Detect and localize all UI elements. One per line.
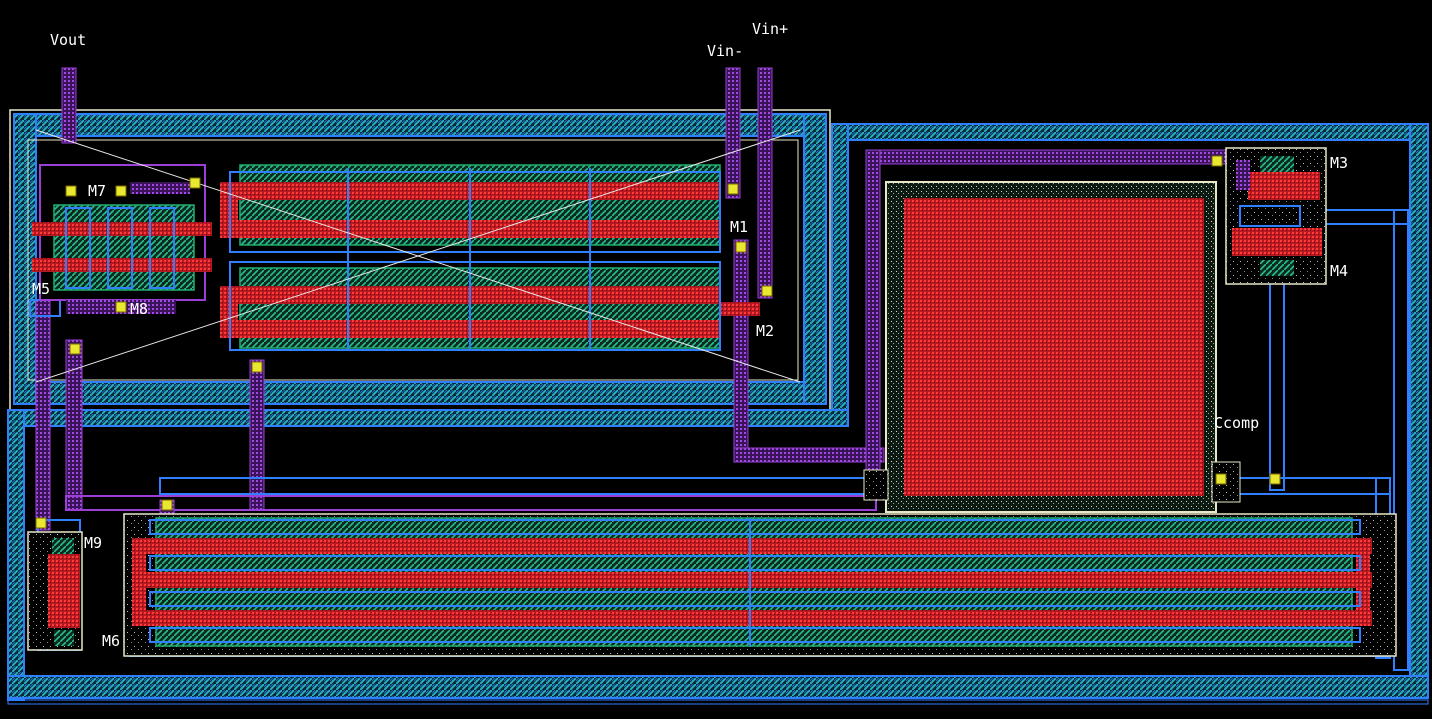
- label-m7: M7: [88, 182, 107, 200]
- vias: [35, 155, 1281, 529]
- label-m9: M9: [84, 534, 103, 552]
- label-m2: M2: [756, 322, 775, 340]
- label-m1: M1: [730, 218, 749, 236]
- label-m8: M8: [130, 300, 149, 318]
- label-m6: M6: [102, 632, 121, 650]
- capacitor-ccomp: [863, 181, 1241, 513]
- label-vin-minus: Vin-: [707, 42, 744, 60]
- transistor-m6: [123, 513, 1397, 657]
- transistor-m1-m2: [35, 129, 801, 383]
- label-m4: M4: [1330, 262, 1349, 280]
- label-vout: Vout: [50, 31, 87, 49]
- transistor-m9: [27, 531, 83, 651]
- guard-rings: [7, 109, 1429, 705]
- transistor-m5-m7-m8: [32, 164, 212, 314]
- transistor-m3-m4: [1225, 147, 1327, 285]
- label-vin-plus: Vin+: [752, 20, 789, 38]
- label-m3: M3: [1330, 154, 1349, 172]
- label-m5: M5: [32, 280, 51, 298]
- label-ccomp: Ccomp: [1214, 414, 1260, 432]
